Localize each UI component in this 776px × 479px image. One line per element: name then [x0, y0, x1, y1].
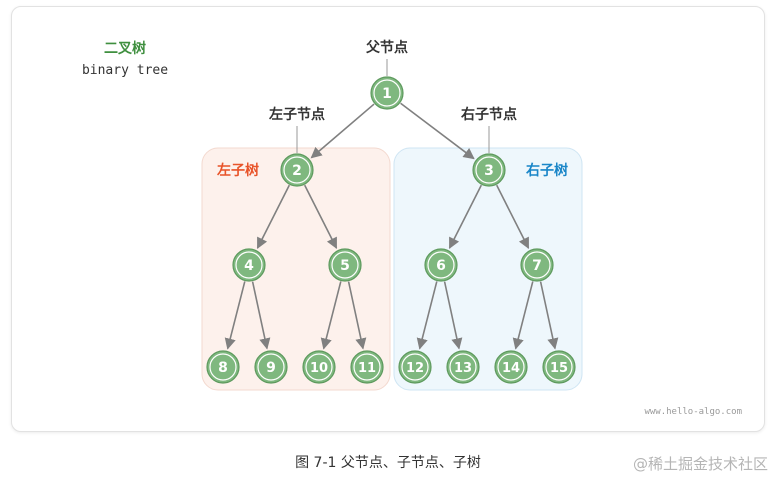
node-circle: [232, 248, 266, 282]
tree-node-9: 9: [254, 350, 288, 384]
edge-6-12: [416, 281, 438, 350]
node-circle: [370, 76, 404, 110]
node-label: 14: [502, 361, 520, 376]
edge-3-6: [448, 184, 483, 250]
node-circle: [520, 248, 554, 282]
edge-6-13: [443, 281, 463, 350]
node-ring: [235, 251, 263, 279]
edge-4-8: [224, 281, 246, 350]
edge-5-10: [320, 281, 342, 350]
node-circle: [254, 350, 288, 384]
node-label: 4: [244, 258, 254, 274]
tree-node-12: 12: [398, 350, 432, 384]
node-label: 13: [454, 361, 472, 376]
node-label: 11: [358, 361, 376, 376]
diagram-subtitle: binary tree: [82, 63, 168, 78]
node-label: 15: [550, 361, 568, 376]
tree-node-4: 4: [232, 248, 266, 282]
node-label: 8: [218, 360, 228, 376]
edge-4-9: [251, 281, 271, 350]
right-subtree-region: [393, 147, 583, 391]
node-label: 1: [382, 86, 392, 102]
left-child-label: 左子节点: [268, 106, 325, 123]
node-label: 10: [310, 361, 328, 376]
figure-caption: 图 7-1 父节点、子节点、子树: [295, 455, 481, 471]
tree-node-3: 3: [472, 153, 506, 187]
node-label: 9: [266, 360, 276, 376]
node-label: 7: [532, 258, 542, 274]
node-label: 5: [340, 258, 350, 274]
right-child-label: 右子节点: [460, 106, 517, 123]
node-ring: [475, 156, 503, 184]
node-circle: [542, 350, 576, 384]
edge-1-2: [310, 103, 375, 159]
node-label: 2: [292, 163, 302, 179]
node-circle: [350, 350, 384, 384]
tree-node-2: 2: [280, 153, 314, 187]
edge-7-14: [512, 281, 534, 350]
tree-node-13: 13: [446, 350, 480, 384]
node-circle: [328, 248, 362, 282]
right-subtree-label: 右子树: [525, 162, 568, 179]
tree-node-8: 8: [206, 350, 240, 384]
node-label: 3: [484, 163, 494, 179]
node-ring: [449, 353, 477, 381]
tree-node-11: 11: [350, 350, 384, 384]
node-circle: [446, 350, 480, 384]
node-ring: [427, 251, 455, 279]
node-circle: [302, 350, 336, 384]
node-ring: [305, 353, 333, 381]
node-circle: [398, 350, 432, 384]
edge-7-15: [539, 281, 559, 350]
node-ring: [523, 251, 551, 279]
edges-layer: [224, 102, 559, 350]
edge-2-5: [303, 184, 338, 250]
node-label: 6: [436, 258, 446, 274]
node-ring: [373, 79, 401, 107]
node-circle: [424, 248, 458, 282]
tree-node-10: 10: [302, 350, 336, 384]
parent-node-label: 父节点: [365, 39, 408, 56]
tree-node-7: 7: [520, 248, 554, 282]
node-ring: [545, 353, 573, 381]
tree-node-15: 15: [542, 350, 576, 384]
node-ring: [331, 251, 359, 279]
node-ring: [209, 353, 237, 381]
watermark: @稀土掘金技术社区: [632, 455, 768, 473]
edge-3-7: [495, 184, 530, 250]
node-circle: [280, 153, 314, 187]
left-subtree-region: [201, 147, 391, 391]
tree-node-6: 6: [424, 248, 458, 282]
edge-2-4: [256, 184, 291, 250]
tree-node-14: 14: [494, 350, 528, 384]
node-ring: [257, 353, 285, 381]
node-circle: [206, 350, 240, 384]
node-ring: [497, 353, 525, 381]
node-ring: [401, 353, 429, 381]
left-subtree-label: 左子树: [216, 162, 259, 179]
node-ring: [353, 353, 381, 381]
tree-node-1: 1: [370, 76, 404, 110]
edge-5-11: [347, 281, 367, 350]
diagram-title: 二叉树: [104, 40, 146, 57]
tree-node-5: 5: [328, 248, 362, 282]
node-ring: [283, 156, 311, 184]
node-label: 12: [406, 361, 424, 376]
site-url: www.hello-algo.com: [644, 407, 742, 417]
edge-1-3: [400, 102, 475, 160]
node-circle: [494, 350, 528, 384]
node-circle: [472, 153, 506, 187]
